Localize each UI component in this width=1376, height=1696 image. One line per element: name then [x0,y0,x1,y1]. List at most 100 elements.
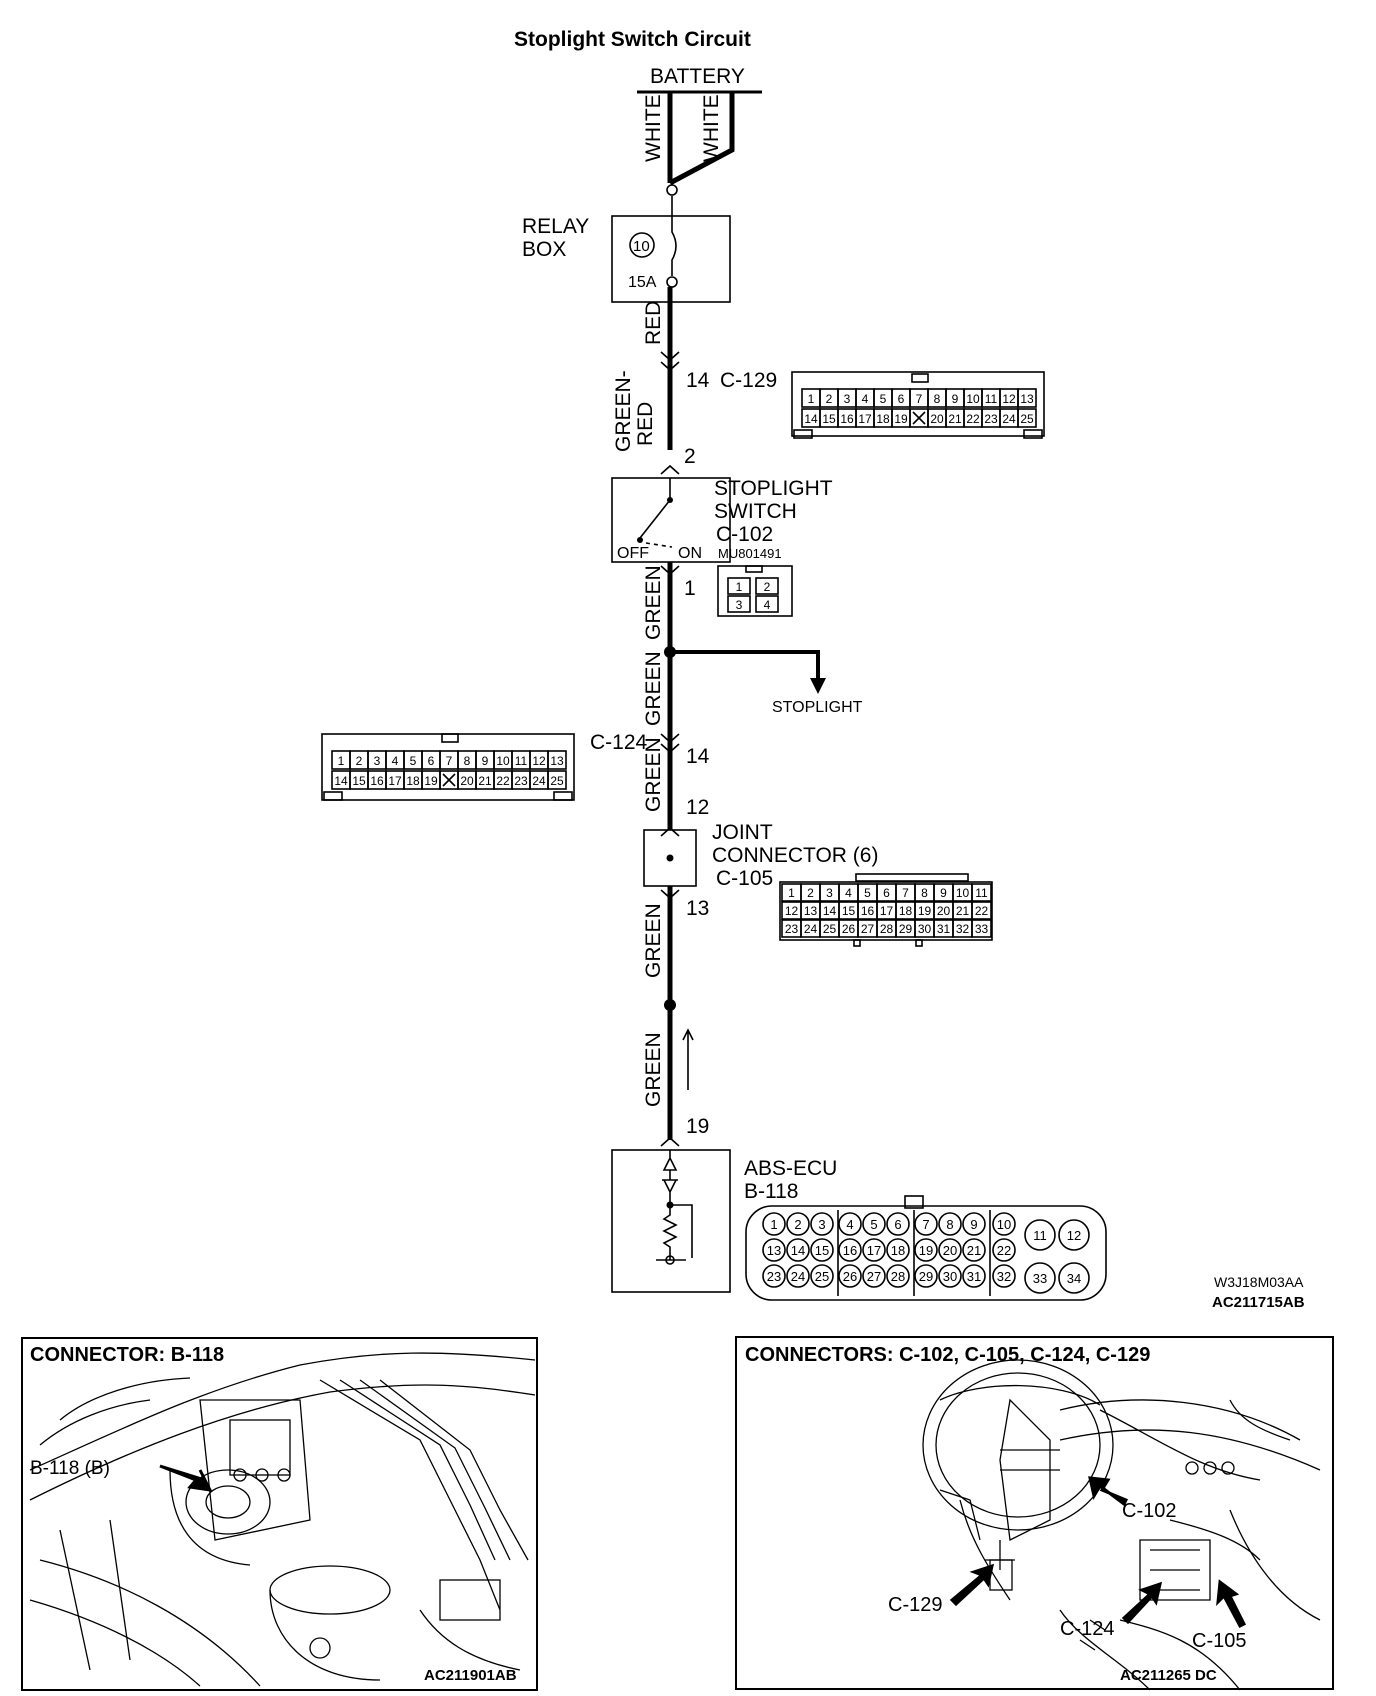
callout-c105: C-105 [1192,1630,1246,1652]
c105-pin-number: 13 [804,904,818,918]
b118-pin [914,1238,938,1262]
c105-pin-number: 26 [842,922,856,936]
c124-blank-pin [442,773,456,787]
c105-pin-number: 4 [845,886,852,900]
wire-label-green-3: GREEN [642,737,665,812]
b118-pin-number: 5 [870,1217,877,1232]
b118-pin [762,1238,786,1262]
connectors-c102-panel [735,1336,1334,1690]
c102-cell [755,577,779,595]
c124-pin-number: 7 [446,754,453,768]
callout-c129: C-129 [888,1594,942,1616]
c124-pin-number: 2 [356,754,363,768]
c129-pin-number: 1 [808,392,815,406]
c105-pin-number: 12 [785,904,799,918]
callout-c129-arrow [949,1563,995,1607]
c124-pin-number: 15 [352,774,366,788]
b118-pin [810,1264,834,1288]
b118-pin-number: 24 [791,1269,805,1284]
b118-pin [762,1264,786,1288]
figure-code-1: W3J18M03AA [1214,1274,1304,1290]
c129-pin-number: 13 [1020,392,1034,406]
callout-c124: C-124 [1060,1618,1114,1640]
b118-pin-number: 23 [767,1269,781,1284]
callout-c105-arrow [1216,1579,1247,1628]
c124-pin-number: 8 [464,754,471,768]
connector-b118-panel [21,1337,538,1691]
b118-large-pin [1024,1219,1056,1251]
c129-pin-number: 5 [880,392,887,406]
b118-pin [886,1238,910,1262]
abs-ecu-ground [665,1255,675,1265]
c105-pin-number: 11 [975,886,988,900]
c105-pin-number: 9 [940,886,947,900]
relay-box-label-2: BOX [522,238,566,261]
fuse-terminal-bottom [666,276,678,288]
c124-pin-number: 5 [410,754,417,768]
wire-label-green-4: GREEN [642,903,665,978]
b118-pin-number: 22 [997,1243,1011,1258]
joint-in-mark [660,826,680,837]
wire-label-green-5: GREEN [642,1032,665,1107]
c102-cell [727,577,751,595]
c105-pin-number: 8 [921,886,928,900]
fuse-number: 10 [633,238,650,255]
abs-ecu-internal [656,1150,693,1261]
c102-pin-number: 2 [764,580,771,594]
panel-left-title: CONNECTOR: B-118 [30,1344,224,1366]
wire-label-white-a: WHITE [642,94,665,162]
b118-pin [886,1212,910,1236]
signal-direction-arrow [682,1028,694,1090]
c129-pin-number: 10 [966,392,980,406]
c105-pin-number: 33 [975,922,989,936]
b118-pin-number: 32 [997,1269,1011,1284]
b118-pin-number: 28 [891,1269,905,1284]
c124-pin-number: 6 [428,754,435,768]
switch-label-2: SWITCH [714,500,797,523]
white-wire-b [668,92,735,186]
c129-pin-number: 14 [804,412,818,426]
abs-ecu-label: ABS-ECU [744,1157,837,1180]
c105-pin-number: 23 [785,922,799,936]
b118-pin [938,1212,962,1236]
c124-pin-number: 1 [338,754,345,768]
switch-in-mark [660,464,680,475]
b118-pin-number: 17 [867,1243,881,1258]
c105-pin-number: 29 [899,922,913,936]
switch-part-number: MU801491 [718,546,782,561]
b118-pin-number: 9 [970,1217,977,1232]
stoplight-branch-wire [670,650,820,680]
b118-pin-number: 7 [922,1217,929,1232]
c105-cell [971,901,992,920]
joint-connector-node [666,854,674,862]
b118-pin-number: 10 [997,1217,1011,1232]
c129-pin-number: 6 [898,392,905,406]
switch-dash [645,542,673,548]
wire-label-red: RED [642,301,665,345]
switch-off-contact [637,537,643,543]
b118-large-pin [1024,1262,1056,1294]
c105-pin-number: 15 [842,904,856,918]
panel-right-title: CONNECTORS: C-102, C-105, C-124, C-129 [745,1344,1150,1366]
b118-pin-number: 20 [943,1243,957,1258]
b118-pin-number: 6 [894,1217,901,1232]
c102-pin-number: 1 [736,580,743,594]
c124-pin-number: 14 [334,774,348,788]
c105-pin-number: 6 [883,886,890,900]
c129-cell [1017,408,1037,428]
diagram-title: Stoplight Switch Circuit [514,28,751,51]
b118-pin-number: 21 [967,1243,981,1258]
b118-pin-number: 27 [867,1269,881,1284]
stoplight-arrowhead [810,678,826,694]
callout-c102-arrow [1088,1476,1129,1507]
b118-pin [962,1238,986,1262]
b118-pin-number: 30 [943,1269,957,1284]
c129-blank-pin [912,411,926,425]
b118-large-pin [1058,1219,1090,1251]
c105-cell [971,883,992,902]
b118-pin [962,1264,986,1288]
c129-pin-number: 3 [844,392,851,406]
c129-pin-number: 20 [930,412,944,426]
c105-pin-number: 10 [956,886,970,900]
